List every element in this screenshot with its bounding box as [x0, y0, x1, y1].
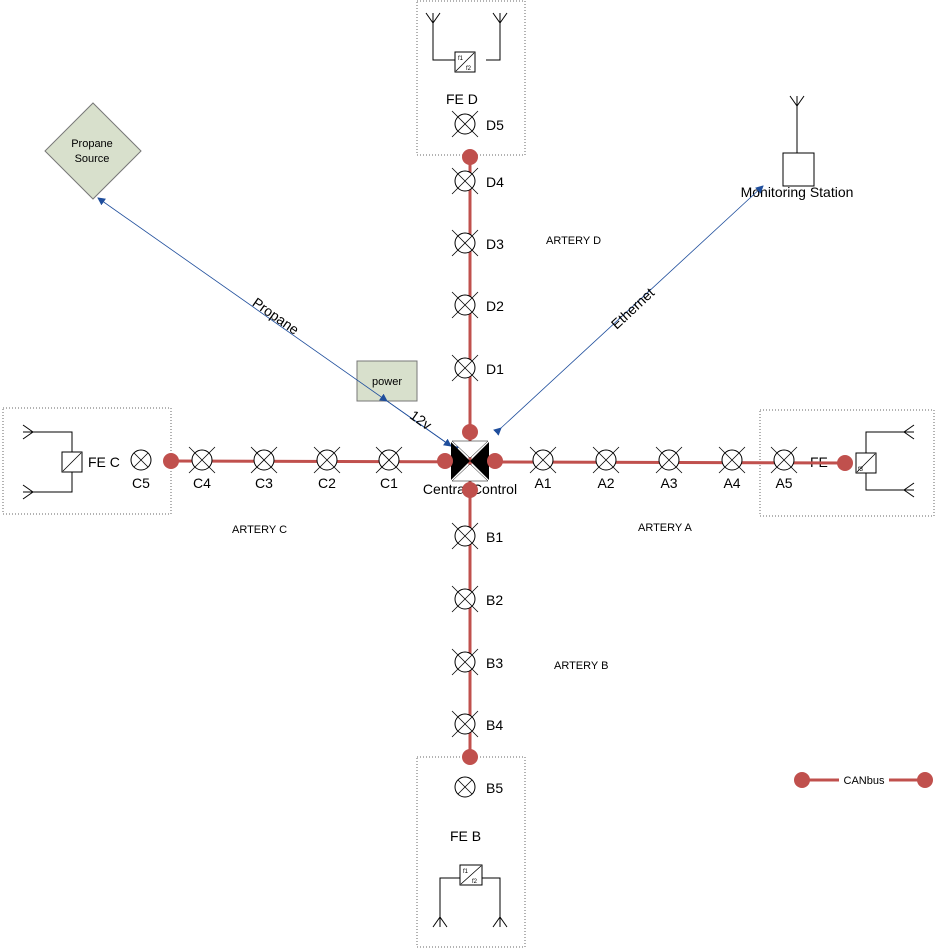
fe-d-antenna-left-icon — [425, 12, 441, 36]
ethernet-link-label: Ethernet — [608, 284, 658, 332]
node-a5: A5 — [770, 446, 798, 491]
power-supply: power — [356, 360, 418, 402]
node-c4: C4 — [188, 446, 216, 491]
central-control: Central Control — [423, 440, 517, 497]
node-c1-label: C1 — [380, 475, 398, 491]
fe-b-antenna-left-icon — [432, 904, 448, 928]
node-c5-label: C5 — [132, 475, 150, 491]
fe-a-f3: f3 — [858, 467, 864, 473]
fe-b-f2: f2 — [472, 879, 478, 885]
ethernet-link — [493, 185, 764, 436]
node-b4: B4 — [451, 710, 503, 738]
propane-link-label: Propane — [250, 294, 303, 338]
canbus-dot — [437, 453, 453, 469]
canbus-dot — [837, 455, 853, 471]
canbus-endpoints — [163, 149, 853, 765]
fe-c-label: FE C — [88, 454, 120, 470]
fe-d-antenna-right-icon — [492, 12, 508, 36]
links: Propane Ethernet 12v — [97, 185, 764, 454]
node-a2-label: A2 — [597, 475, 614, 491]
fe-b-f1: f1 — [463, 869, 469, 875]
monitoring-antenna-icon — [789, 95, 805, 119]
fe-d-f2: f2 — [466, 66, 472, 72]
node-b3-label: B3 — [486, 655, 503, 671]
node-c3: C3 — [250, 446, 278, 491]
node-d2-label: D2 — [486, 298, 504, 314]
monitoring-station: Monitoring Station — [741, 95, 854, 200]
node-c5: C5 — [130, 449, 152, 491]
propane-source-line1: Propane — [71, 138, 113, 150]
canbus-dot — [462, 424, 478, 440]
canbus-dot — [163, 453, 179, 469]
node-a4-label: A4 — [723, 475, 740, 491]
node-a4: A4 — [718, 446, 746, 491]
node-c4-label: C4 — [193, 475, 211, 491]
power-link — [378, 393, 452, 447]
node-a3-label: A3 — [660, 475, 677, 491]
fe-d-f1: f1 — [458, 56, 464, 62]
node-d4-label: D4 — [486, 174, 504, 190]
canbus-dot — [487, 453, 503, 469]
monitoring-label: Monitoring Station — [741, 184, 854, 200]
propane-source: Propane Source — [44, 102, 142, 200]
propane-source-line2: Source — [75, 153, 110, 165]
node-d5-label: D5 — [486, 117, 504, 133]
node-d3-label: D3 — [486, 236, 504, 252]
node-c2: C2 — [313, 446, 341, 491]
artery-a-label: ARTERY A — [638, 522, 692, 534]
node-d3: D3 — [451, 229, 504, 257]
fe-b-label: FE B — [450, 828, 481, 844]
node-a1-label: A1 — [534, 475, 551, 491]
artery-d-label: ARTERY D — [546, 235, 601, 247]
node-b1: B1 — [451, 522, 503, 550]
node-c2-label: C2 — [318, 475, 336, 491]
node-c1: C1 — [375, 446, 403, 491]
node-b2: B2 — [451, 585, 503, 613]
canbus-dot — [462, 482, 478, 498]
node-a5-label: A5 — [775, 475, 792, 491]
fe-d-label: FE D — [446, 91, 478, 107]
node-b3: B3 — [451, 648, 503, 676]
fe-b-antenna-right-icon — [492, 904, 508, 928]
canbus-dot — [462, 149, 478, 165]
node-b5: B5 — [454, 776, 503, 798]
fe-a-antenna-bottom-icon — [891, 482, 915, 498]
node-d4: D4 — [451, 167, 504, 195]
node-a1: A1 — [529, 446, 557, 491]
legend: CANbus — [794, 772, 933, 788]
node-c3-label: C3 — [255, 475, 273, 491]
node-d1: D1 — [451, 354, 504, 382]
node-b2-label: B2 — [486, 592, 503, 608]
node-b1-label: B1 — [486, 529, 503, 545]
node-a2: A2 — [592, 446, 620, 491]
node-b5-label: B5 — [486, 780, 503, 796]
legend-canbus-label: CANbus — [844, 775, 885, 787]
v12-link-label: 12v — [407, 407, 435, 433]
node-a3: A3 — [655, 446, 683, 491]
artery-b-label: ARTERY B — [554, 660, 608, 672]
canbus-dot — [462, 749, 478, 765]
fe-c-antenna-bottom-icon — [22, 484, 46, 500]
fe-c-enclosure: FE C — [2, 407, 172, 515]
monitoring-box-icon — [782, 152, 815, 187]
power-label: power — [372, 376, 402, 388]
node-d2: D2 — [451, 291, 504, 319]
fe-c-antenna-top-icon — [22, 424, 46, 440]
node-d5: D5 — [451, 110, 504, 138]
artery-c-label: ARTERY C — [232, 524, 287, 536]
node-d1-label: D1 — [486, 361, 504, 377]
node-b4-label: B4 — [486, 717, 503, 733]
fe-a-antenna-top-icon — [891, 424, 915, 440]
